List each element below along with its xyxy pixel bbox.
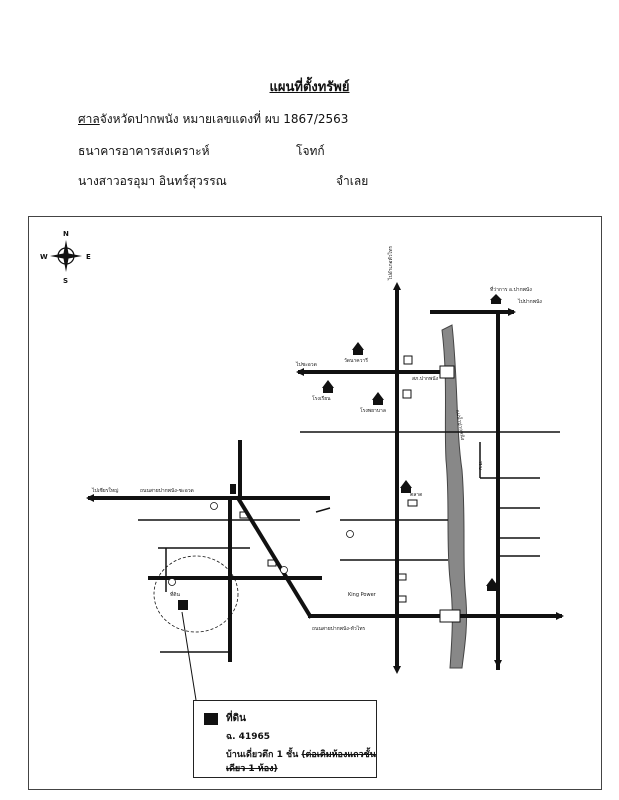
label-police: สภ.ปากพนัง — [412, 376, 439, 382]
compass-e: E — [86, 253, 91, 261]
building-icon — [239, 511, 249, 519]
property-pointer — [181, 611, 197, 701]
temple-icon — [486, 578, 498, 591]
route-markers — [168, 502, 354, 586]
label-school: โรงเรียน — [312, 395, 331, 402]
building-icon — [407, 499, 418, 507]
building-icon — [397, 595, 407, 603]
court-case-number: จังหวัดปากพนัง หมายเลขแดงที่ ผบ 1867/256… — [99, 112, 349, 126]
property-area-circle — [153, 555, 239, 633]
building-icon — [402, 389, 412, 399]
main-roads — [88, 286, 562, 670]
defendant-role: จำเลย — [336, 174, 369, 188]
compass-w: W — [40, 253, 48, 261]
temple-icon — [352, 342, 364, 355]
court-case-line: ศาลจังหวัดปากพนัง หมายเลขแดงที่ ผบ 1867/… — [78, 110, 348, 129]
label-district-office: ที่ว่าการ อ.ปากพนัง — [490, 286, 532, 293]
property-marker — [178, 600, 188, 610]
temple-icon — [372, 392, 384, 405]
road-diagonal — [235, 495, 313, 619]
compass-s: S — [63, 277, 68, 285]
temple-icon — [400, 480, 412, 493]
legend-land-label: ที่ดิน — [226, 713, 246, 724]
plaintiff-role: โจทก์ — [296, 144, 325, 158]
document-title: แผนที่ตั้งทรัพย์ — [269, 80, 350, 95]
label-to-hua-sai: ไปอำเภอหัวไทร — [387, 246, 394, 281]
plaintiff-name: ธนาคารอาคารสงเคราะห์ — [78, 144, 210, 158]
legend-house-prefix: บ้านเดี่ยวตึก 1 ชั้น — [226, 750, 299, 760]
label-to-pak-phanang: ไปปากพนัง — [517, 298, 542, 305]
label-road-rail: ถนนสายปากพนัง-หัวไทร — [312, 625, 366, 632]
label-king-power: King Power — [348, 592, 377, 598]
legend-box: ที่ดิน ฉ. 41965 บ้านเดี่ยวตึก 1 ชั้น (ต่… — [193, 700, 377, 778]
government-icon — [490, 294, 502, 304]
compass-n: N — [63, 230, 69, 238]
map-frame — [28, 216, 602, 790]
temple-icon — [322, 380, 334, 393]
label-market: ตลาด — [410, 492, 422, 498]
defendant-name: นางสาวอรอุมา อินทร์สุวรรณ — [78, 174, 227, 188]
building-icon — [230, 484, 236, 494]
legend-title-deed: ฉ. 41965 — [226, 732, 270, 742]
legend-land-symbol — [204, 713, 218, 725]
label-hospital: โรงพยาบาล — [360, 407, 386, 414]
label-to-chian-yai: ไปเชียรใหญ่ — [91, 487, 118, 494]
compass-icon: N S E W — [40, 230, 91, 285]
landmark-icons — [230, 294, 502, 603]
court-prefix: ศาล — [78, 112, 100, 126]
building-icon — [403, 355, 413, 365]
secondary-roads — [138, 431, 560, 653]
building-icon — [397, 573, 407, 581]
legend-house-struck: (ต่อเติมห้องแถวชั้นเดียว 1 ห้อง) — [226, 750, 376, 774]
building-icon — [267, 559, 277, 567]
label-km: ก.ม. — [478, 460, 484, 470]
bridges — [439, 365, 461, 623]
label-wat: วัดนาควารี — [344, 357, 368, 364]
legend-house-type: บ้านเดี่ยวตึก 1 ชั้น (ต่อเติมห้องแถวชั้น… — [226, 747, 376, 775]
label-land: ที่ดิน — [170, 591, 181, 598]
river — [441, 324, 468, 669]
direction-arrows — [86, 282, 564, 674]
label-road-main: ถนนสายปากพนัง-ชะอวด — [140, 488, 194, 494]
label-to-cha-uat: ไปชะอวด — [295, 361, 317, 368]
